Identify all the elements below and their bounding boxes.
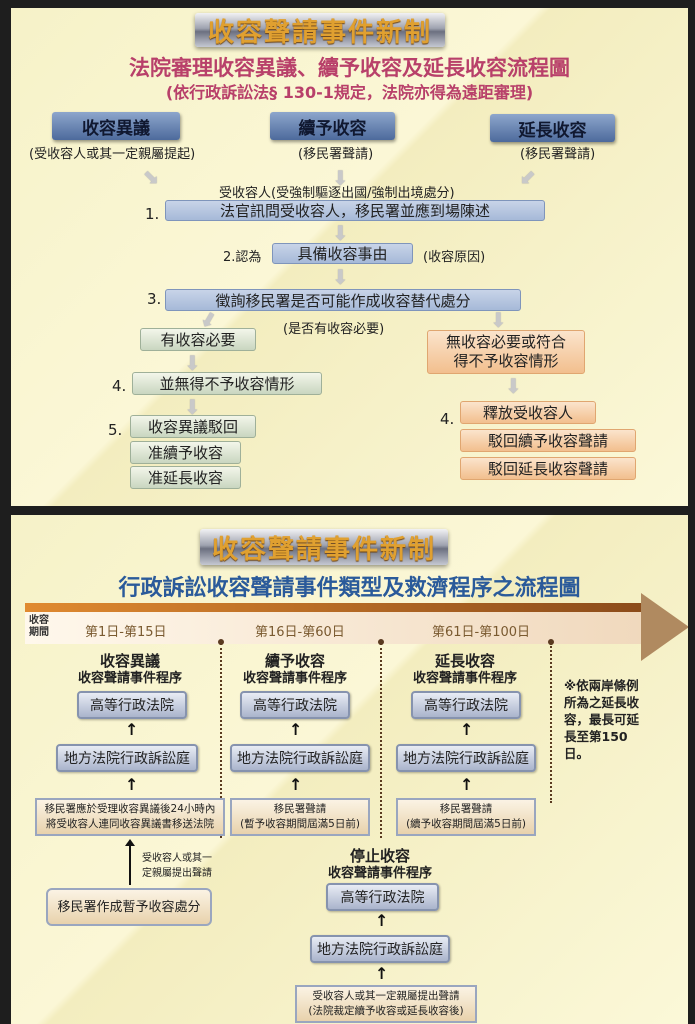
stop-subtitle: 收容聲請事件程序 (327, 866, 432, 881)
panel2-banner: 收容聲請事件新制 (200, 529, 448, 565)
no-need-box: 無收容必要或符合得不予收容情形 (427, 330, 585, 374)
panel1-title: 法院審理收容異議、續予收容及延長收容流程圖 (129, 56, 570, 80)
up-arrow-icon: ↑ (375, 911, 389, 930)
col3-source-box: 移民署聲請 (續予收容期間屆滿5日前) (396, 798, 536, 836)
result-objection-dismissed: 收容異議駁回 (130, 415, 256, 438)
arrow-icon: ⬇ (490, 308, 507, 332)
period-2: 第16日-第60日 (255, 625, 345, 640)
step2-note: (收容原因) (423, 250, 486, 265)
panel2-title: 行政訴訟收容聲請事件類型及救濟程序之流程圖 (118, 576, 581, 601)
col2-local-court: 地方法院行政訴訟庭 (230, 744, 370, 772)
result-continued-granted: 准續予收容 (130, 441, 241, 464)
left-step5-number: 5. (108, 421, 123, 439)
col1-high-court: 高等行政法院 (77, 691, 187, 719)
col3-subtitle: 收容聲請事件程序 (412, 671, 517, 686)
arrow-icon: ⬇ (184, 351, 201, 375)
arrow-icon: ⬇ (332, 221, 349, 245)
col1-title: 收容異議收容聲請事件程序 (60, 653, 200, 687)
col3-high-court: 高等行政法院 (411, 691, 521, 719)
left-step4-box: 並無得不予收容情形 (132, 372, 322, 395)
stop-high-court: 高等行政法院 (326, 883, 439, 911)
col1-source-line1: 移民署應於受理收容異議後24小時內 (44, 803, 216, 815)
period-label: 收容期間 (29, 615, 49, 638)
objection-arrow-label: 受收容人或其一定親屬提出聲請 (142, 851, 212, 881)
col3-local-court: 地方法院行政訴訟庭 (396, 744, 536, 772)
arrow-icon: ⬇ (184, 395, 201, 419)
timeline-row (25, 612, 655, 644)
objection-arrow-label-line2: 定親屬提出聲請 (142, 868, 212, 879)
step3-number: 3. (147, 290, 162, 308)
timeline-bar (25, 603, 655, 613)
type-objection-note: (受收容人或其一定親屬提起) (29, 147, 196, 162)
up-arrow-icon: ↑ (460, 775, 474, 794)
col1-source-box: 移民署應於受理收容異議後24小時內將受收容人連同收容異議書移送法院 (35, 798, 225, 836)
step1-number: 1. (145, 205, 160, 223)
subject-label: 受收容人(受強制驅逐出國/強制出境處分) (219, 186, 455, 201)
step2-box: 具備收容事由 (272, 243, 413, 264)
step3-note: (是否有收容必要) (283, 322, 385, 337)
up-arrow-icon: ↑ (125, 775, 139, 794)
step2-number: 2.認為 (223, 250, 262, 265)
up-arrow-icon: ↑ (289, 720, 303, 739)
stop-title-text: 停止收容 (349, 847, 410, 865)
type-extension-note: (移民署聲請) (520, 147, 596, 162)
col3-source-line2: (續予收容期間屆滿5日前) (406, 818, 526, 830)
period-1: 第1日-第15日 (85, 625, 167, 640)
period-divider (548, 639, 554, 803)
col3-title: 延長收容收容聲請事件程序 (395, 653, 535, 687)
need-detention-box: 有收容必要 (140, 328, 256, 351)
timeline-arrow-icon (641, 593, 688, 661)
court-review-flowchart-panel: 收容聲請事件新制 法院審理收容異議、續予收容及延長收容流程圖 (依行政訴訟法§ … (11, 8, 688, 506)
result-extension-rejected: 駁回延長收容聲請 (460, 457, 636, 480)
col2-title: 續予收容收容聲請事件程序 (225, 653, 365, 687)
case-types-flowchart-panel: 收容聲請事件新制 行政訴訟收容聲請事件類型及救濟程序之流程圖 收容期間 第1日-… (11, 515, 688, 1024)
col2-high-court: 高等行政法院 (240, 691, 350, 719)
period-divider (378, 639, 384, 838)
col3-source-line1: 移民署聲請 (439, 803, 493, 815)
up-arrow-icon: ↑ (125, 720, 139, 739)
stop-title: 停止收容收容聲請事件程序 (310, 848, 450, 882)
step1-box: 法官訊問受收容人，移民署並應到場陳述 (165, 200, 545, 221)
arrow-icon: ⬇ (136, 163, 166, 193)
type-objection: 收容異議 (52, 112, 180, 140)
result-continued-rejected: 駁回續予收容聲請 (460, 429, 636, 452)
up-arrow-icon: ↑ (375, 964, 389, 983)
col2-source-line1: 移民署聲請 (273, 803, 327, 815)
type-continued-note: (移民署聲請) (298, 147, 374, 162)
col1-title-text: 收容異議 (99, 652, 160, 670)
panel1-banner: 收容聲請事件新制 (195, 13, 445, 48)
period-divider (218, 639, 224, 838)
up-arrow-icon: ↑ (460, 720, 474, 739)
col3-title-text: 延長收容 (434, 652, 495, 670)
panel1-subtitle: (依行政訴訟法§ 130-1規定，法院亦得為遠距審理) (165, 83, 534, 102)
stop-source-line2: (法院裁定續予收容或延長收容後) (308, 1005, 464, 1017)
arrow-icon: ⬇ (512, 163, 542, 193)
col1-subtitle: 收容聲請事件程序 (77, 671, 182, 686)
col2-source-line2: (暫予收容期間屆滿5日前) (240, 818, 360, 830)
step3-box: 徵詢移民署是否可能作成收容替代處分 (165, 289, 521, 311)
col1-local-court: 地方法院行政訴訟庭 (56, 744, 198, 772)
period-3: 第61日-第100日 (432, 625, 531, 640)
stop-local-court: 地方法院行政訴訟庭 (310, 935, 450, 963)
result-release: 釋放受收容人 (460, 401, 596, 424)
objection-arrow-label-line1: 受收容人或其一 (142, 853, 212, 864)
arrow-icon: ⬇ (332, 166, 349, 190)
col2-subtitle: 收容聲請事件程序 (242, 671, 347, 686)
up-arrow-icon: ↑ (289, 775, 303, 794)
right-step4-number: 4. (440, 410, 455, 428)
extension-note: ※依兩岸條例所為之延長收容，最長可延長至第150日。 (564, 678, 640, 761)
col1-source-line2: 將受收容人連同收容異議書移送法院 (46, 818, 214, 830)
stop-source-box: 受收容人或其一定親屬提出聲請 (法院裁定續予收容或延長收容後) (295, 985, 477, 1023)
col2-source-box: 移民署聲請 (暫予收容期間屆滿5日前) (230, 798, 370, 836)
type-continued: 續予收容 (270, 112, 395, 140)
up-arrow-icon (125, 839, 135, 885)
type-extension: 延長收容 (490, 114, 615, 142)
result-extension-granted: 准延長收容 (130, 466, 241, 489)
provisional-detention-box: 移民署作成暫予收容處分 (46, 888, 212, 926)
stop-source-line1: 受收容人或其一定親屬提出聲請 (312, 990, 460, 1002)
arrow-icon: ⬇ (332, 265, 349, 289)
left-step4-number: 4. (112, 377, 127, 395)
col2-title-text: 續予收容 (264, 652, 325, 670)
arrow-icon: ⬇ (505, 374, 522, 398)
